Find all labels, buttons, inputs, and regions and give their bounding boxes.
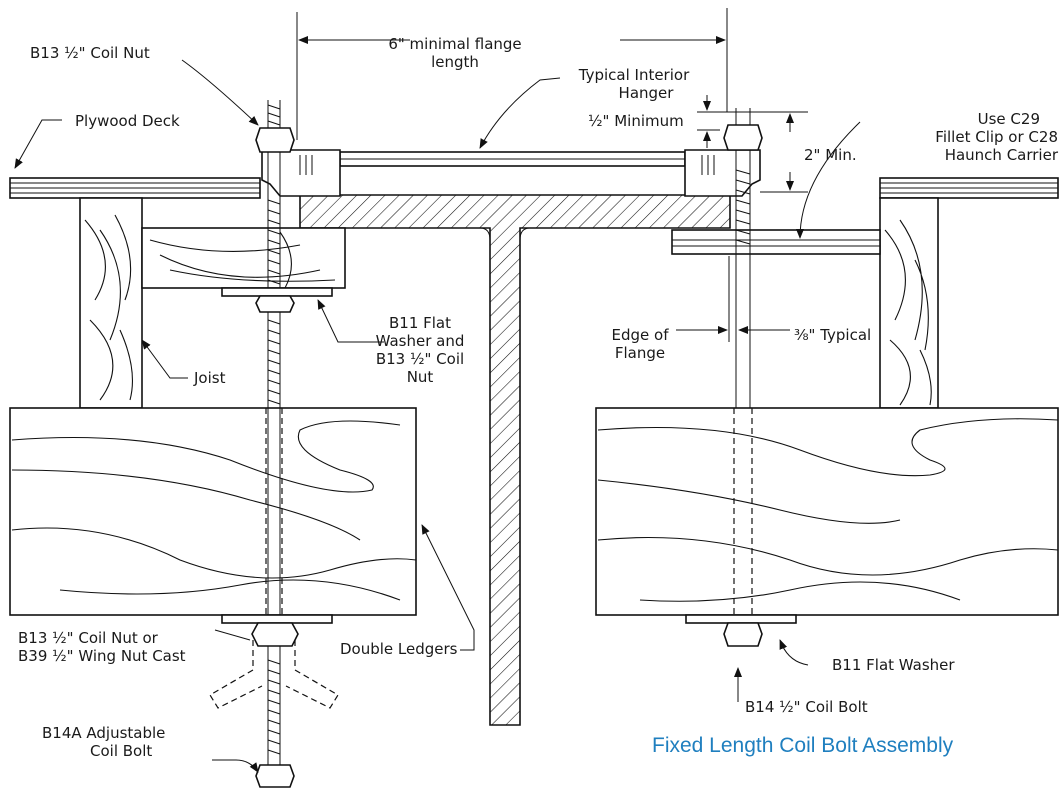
double-ledger-left <box>9 407 417 616</box>
label-flange-length-2: length <box>431 53 479 71</box>
coil-nut-right <box>723 124 763 151</box>
ledger-block-upper-left <box>141 227 346 289</box>
double-ledger-right <box>595 407 1059 616</box>
label-b14a-1: B14A Adjustable <box>42 724 165 742</box>
coil-nut-top <box>255 127 295 153</box>
label-three-eighths: ⅜" Typical <box>794 326 871 344</box>
fillet-clip <box>671 229 881 255</box>
dimension-minimums <box>697 95 808 193</box>
label-b11-flat-3: B13 ½" Coil <box>376 350 464 368</box>
hanger-end-left <box>261 149 341 197</box>
label-use-c29-3: Haunch Carrier <box>945 146 1059 164</box>
label-edge-flange-2: Flange <box>615 344 665 362</box>
adjustable-coil-bolt-left <box>221 100 333 788</box>
steel-girder <box>299 194 731 726</box>
diagram-caption: Fixed Length Coil Bolt Assembly <box>652 734 954 757</box>
joist-right <box>879 197 939 409</box>
label-two-min: 2" Min. <box>804 146 857 164</box>
label-coil-nut-or-1: B13 ½" Coil Nut or <box>18 629 159 647</box>
joist-left <box>79 197 143 409</box>
plywood-deck-left <box>9 177 261 199</box>
fixed-coil-bolt-right <box>685 108 797 647</box>
wing-nut-outline <box>209 640 339 709</box>
label-use-c29-1: Use C29 <box>978 110 1040 128</box>
hanger-end-right <box>684 149 761 197</box>
dimension-flange-length <box>296 8 728 140</box>
interior-hanger <box>261 149 761 197</box>
label-b11-flat-washer: B11 Flat Washer <box>832 656 955 674</box>
plywood-deck-right <box>879 177 1059 199</box>
label-b14-coil-bolt: B14 ½" Coil Bolt <box>745 698 868 716</box>
leader-lines <box>14 59 861 773</box>
label-b14a-2: Coil Bolt <box>90 742 152 760</box>
label-flange-length-1: 6" minimal flange <box>388 35 521 53</box>
label-b11-flat-1: B11 Flat <box>389 314 451 332</box>
label-use-c29-2: Fillet Clip or C28 <box>935 128 1058 146</box>
label-plywood-deck: Plywood Deck <box>75 112 180 130</box>
label-coil-nut-or-2: B39 ½" Wing Nut Cast <box>18 647 186 665</box>
label-joist: Joist <box>193 369 226 387</box>
label-interior-hanger-1: Typical Interior <box>578 66 690 84</box>
label-b11-flat-4: Nut <box>407 368 434 386</box>
dimension-edge-flange <box>676 256 790 342</box>
labels: B13 ½" Coil Nut 6" minimal flange length… <box>18 35 1059 760</box>
label-interior-hanger-2: Hanger <box>619 84 675 102</box>
label-b11-flat-2: Washer and <box>376 332 465 350</box>
label-half-minimum: ½" Minimum <box>588 112 684 130</box>
label-edge-flange-1: Edge of <box>612 326 670 344</box>
label-coil-nut-top: B13 ½" Coil Nut <box>30 44 150 62</box>
label-double-ledgers: Double Ledgers <box>340 640 458 658</box>
